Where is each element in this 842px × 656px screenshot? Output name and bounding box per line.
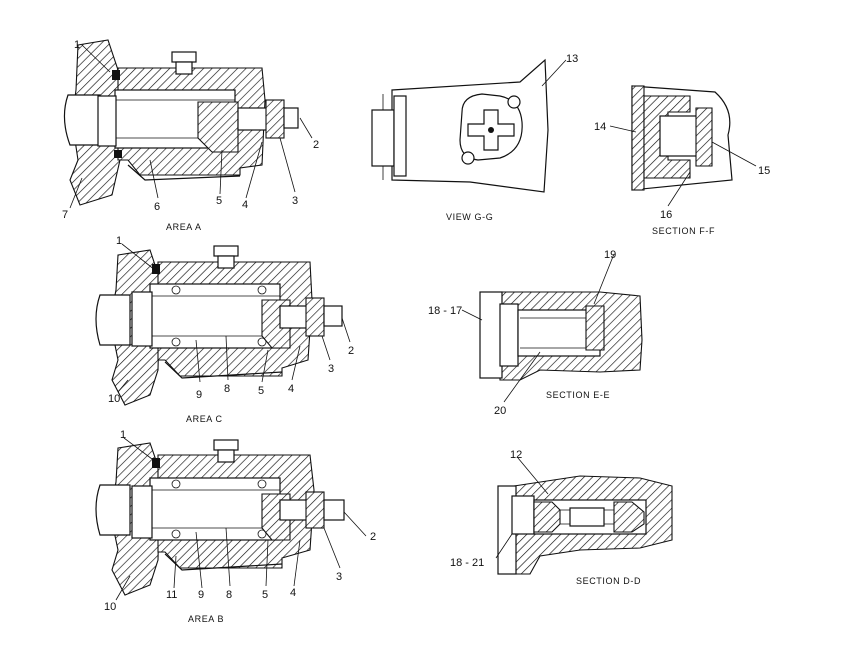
section-d-d-caption: SECTION D-D bbox=[576, 576, 641, 586]
area-c-caption: AREA C bbox=[186, 414, 223, 424]
area-a-callout-6: 6 bbox=[154, 201, 160, 213]
area-a-callout-4: 4 bbox=[242, 199, 248, 211]
area-c-callout-8: 8 bbox=[224, 383, 230, 395]
area-c-callout-3: 3 bbox=[328, 363, 334, 375]
section-e-callout-20: 20 bbox=[494, 405, 506, 417]
section-e-callout-19: 19 bbox=[604, 249, 616, 261]
section-d-callout-12: 12 bbox=[510, 449, 522, 461]
area-b-callout-8: 8 bbox=[226, 589, 232, 601]
area-a-view: 1 2 3 4 5 6 7 AREA A bbox=[62, 39, 319, 232]
section-f-callout-14: 14 bbox=[594, 121, 606, 133]
area-c-callout-4: 4 bbox=[288, 383, 294, 395]
area-c-callout-10: 10 bbox=[108, 393, 120, 405]
area-a-callout-7: 7 bbox=[62, 209, 68, 221]
view-g-callout-13: 13 bbox=[566, 53, 578, 65]
view-g-g-caption: VIEW G-G bbox=[446, 212, 493, 222]
area-b-caption: AREA B bbox=[188, 614, 224, 624]
section-e-callout-18-17: 18 - 17 bbox=[428, 305, 462, 317]
area-a-callout-3: 3 bbox=[292, 195, 298, 207]
area-b-callout-10: 10 bbox=[104, 601, 116, 613]
area-a-callout-2: 2 bbox=[313, 139, 319, 151]
area-b-callout-11: 11 bbox=[166, 589, 177, 601]
area-b-callout-3: 3 bbox=[336, 571, 342, 583]
section-f-callout-15: 15 bbox=[758, 165, 770, 177]
area-c-callout-1: 1 bbox=[116, 235, 122, 247]
section-f-f-caption: SECTION F-F bbox=[652, 226, 715, 236]
section-e-e-caption: SECTION E-E bbox=[546, 390, 610, 400]
section-e-e-view: 18 - 17 19 20 SECTION E-E bbox=[428, 249, 643, 417]
area-a-callout-1: 1 bbox=[74, 39, 80, 51]
area-b-callout-1: 1 bbox=[120, 429, 126, 441]
area-b-callout-2: 2 bbox=[370, 531, 376, 543]
area-c-callout-5: 5 bbox=[258, 385, 264, 397]
section-d-d-view: 12 18 - 21 SECTION D-D bbox=[450, 449, 673, 586]
area-b-callout-5: 5 bbox=[262, 589, 268, 601]
view-g-g-view: 13 VIEW G-G bbox=[371, 53, 578, 222]
area-b-view: 1 2 3 4 5 8 9 11 10 AREA B bbox=[95, 429, 376, 624]
area-a-caption: AREA A bbox=[166, 222, 202, 232]
section-d-callout-18-21: 18 - 21 bbox=[450, 557, 484, 569]
area-b-callout-9: 9 bbox=[198, 589, 204, 601]
area-a-callout-5: 5 bbox=[216, 195, 222, 207]
section-f-f-view: 14 15 16 SECTION F-F bbox=[594, 85, 770, 236]
area-c-view: 1 2 3 4 5 8 9 10 AREA C bbox=[95, 235, 354, 424]
area-c-callout-9: 9 bbox=[196, 389, 202, 401]
section-f-callout-16: 16 bbox=[660, 209, 672, 221]
area-b-callout-4: 4 bbox=[290, 587, 296, 599]
area-c-callout-2: 2 bbox=[348, 345, 354, 357]
